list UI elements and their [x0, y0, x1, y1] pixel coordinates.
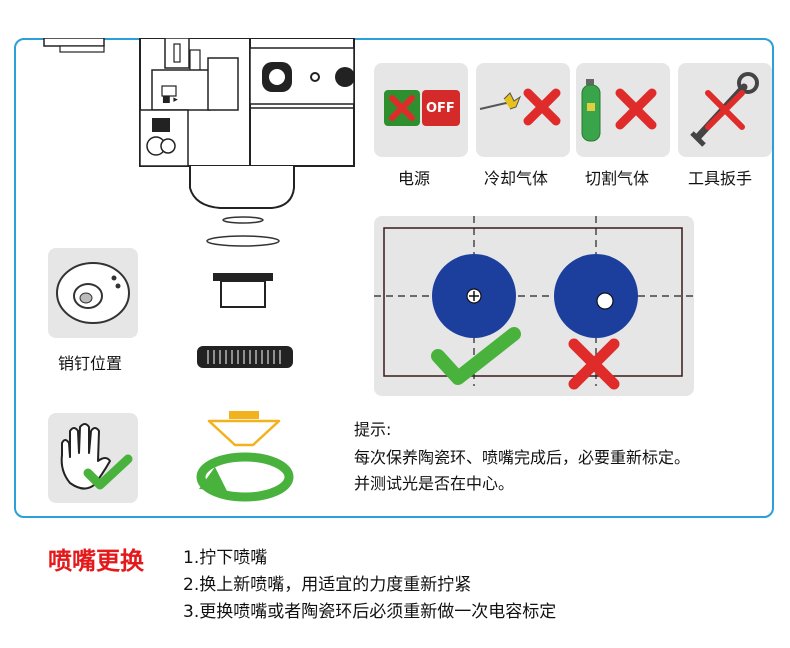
- offset-nozzle: [554, 254, 638, 338]
- tip-line-2: 并测试光是否在中心。: [354, 474, 515, 493]
- coolant-tile: [476, 63, 570, 157]
- pin-tile: [48, 248, 138, 338]
- instruction-panel: [14, 38, 774, 518]
- gas-cylinder-icon: [581, 79, 657, 142]
- rotate-arrow-icon: [199, 467, 227, 491]
- nozzle-rotate-illustration: [196, 411, 294, 502]
- wrench-tile: [678, 63, 772, 157]
- power-label: 电源: [398, 169, 431, 188]
- tip-line-1: 每次保养陶瓷环、喷嘴完成后，必要重新标定。: [354, 448, 691, 467]
- nozzle-pin-icon: [56, 262, 130, 324]
- wrench-icon: [690, 72, 759, 147]
- offset-beam-marker: [596, 292, 614, 310]
- nozzle-icon: [229, 411, 259, 419]
- section-title: 喷嘴更换: [48, 547, 144, 575]
- hand-check-icon: [60, 423, 133, 490]
- alignment-diagram: [374, 216, 694, 390]
- power-off-text: OFF: [426, 101, 455, 116]
- pin-label: 销钉位置: [58, 354, 123, 373]
- power-tile: OFF: [374, 63, 468, 157]
- laser-head-illustration: ■ ▸: [43, 38, 355, 368]
- cross-icon: [568, 338, 620, 390]
- coolant-label: 冷却气体: [484, 169, 549, 188]
- coolant-gas-icon: [479, 88, 561, 126]
- power-switch-icon: [384, 90, 460, 126]
- hand-tile: [48, 413, 138, 503]
- check-icon: [431, 327, 521, 385]
- svg-text:■ ▸: ■ ▸: [162, 95, 178, 105]
- wrench-label: 工具扳手: [688, 169, 753, 188]
- step-3: 3.更换喷嘴或者陶瓷环后必须重新做一次电容标定: [183, 602, 557, 622]
- tip-heading: 提示:: [354, 420, 392, 439]
- step-1: 1.拧下喷嘴: [183, 548, 268, 568]
- cutting-gas-label: 切割气体: [585, 169, 650, 188]
- alignment-tile: [374, 216, 694, 396]
- cutting-gas-tile: [576, 63, 670, 157]
- step-2: 2.换上新喷嘴，用适宜的力度重新拧紧: [183, 575, 472, 595]
